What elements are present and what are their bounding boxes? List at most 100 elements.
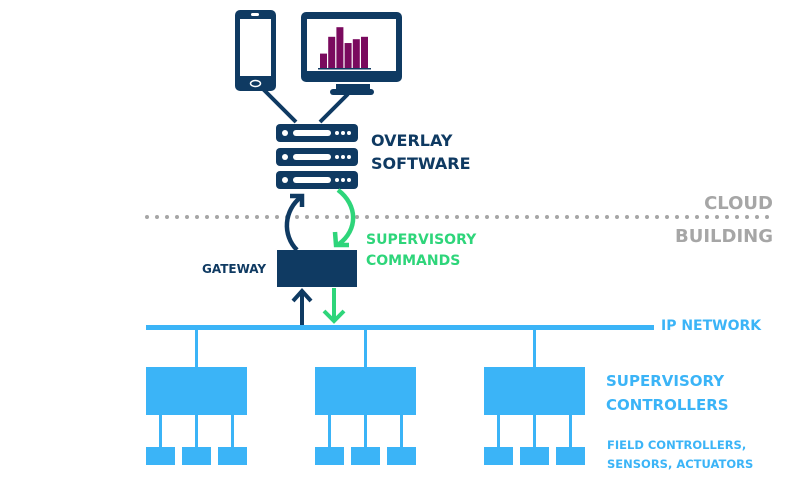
divider-dot bbox=[715, 215, 719, 219]
monitor-server-link bbox=[318, 92, 350, 124]
divider-dot bbox=[725, 215, 729, 219]
divider-dot bbox=[315, 215, 319, 219]
monitor-chart-icon bbox=[301, 12, 402, 95]
divider-dot bbox=[355, 215, 359, 219]
divider-dot bbox=[405, 215, 409, 219]
divider-dot bbox=[605, 215, 609, 219]
divider-dot bbox=[705, 215, 709, 219]
server-unit bbox=[276, 124, 358, 142]
divider-dot bbox=[625, 215, 629, 219]
divider-dot bbox=[545, 215, 549, 219]
field-device-line bbox=[364, 415, 367, 448]
divider-dot bbox=[585, 215, 589, 219]
field-device-line bbox=[569, 415, 572, 448]
field-devices-label: FIELD CONTROLLERS, SENSORS, ACTUATORS bbox=[607, 436, 753, 474]
divider-dot bbox=[505, 215, 509, 219]
cloud-zone-label: CLOUD bbox=[704, 193, 773, 214]
ip-network-label: IP NETWORK bbox=[661, 318, 762, 334]
smartphone-icon bbox=[235, 10, 276, 91]
divider-dot bbox=[595, 215, 599, 219]
divider-dot bbox=[235, 215, 239, 219]
controller-drop-line bbox=[364, 330, 367, 368]
divider-dot bbox=[615, 215, 619, 219]
field-devices-line-1: FIELD CONTROLLERS, bbox=[607, 438, 747, 452]
monitor-chart-baseline bbox=[318, 68, 371, 70]
divider-dot bbox=[515, 215, 519, 219]
divider-dot bbox=[535, 215, 539, 219]
field-device-box bbox=[315, 447, 344, 465]
divider-dot bbox=[445, 215, 449, 219]
divider-dot bbox=[695, 215, 699, 219]
monitor-chart-bar bbox=[328, 36, 336, 68]
supervisory-controllers-line-1: SUPERVISORY bbox=[606, 372, 725, 390]
divider-dot bbox=[685, 215, 689, 219]
divider-dot bbox=[175, 215, 179, 219]
supervisory-commands-line-2: COMMANDS bbox=[366, 253, 461, 269]
field-device-box bbox=[520, 447, 549, 465]
field-device-line bbox=[533, 415, 536, 448]
ip-network-bus bbox=[146, 325, 654, 330]
divider-dot bbox=[245, 215, 249, 219]
divider-dot bbox=[205, 215, 209, 219]
divider-dot bbox=[495, 215, 499, 219]
field-device-box bbox=[146, 447, 175, 465]
divider-dot bbox=[335, 215, 339, 219]
divider-dot bbox=[555, 215, 559, 219]
field-device-line bbox=[231, 415, 234, 448]
server-unit bbox=[276, 171, 358, 189]
divider-dot bbox=[755, 215, 759, 219]
divider-dot bbox=[425, 215, 429, 219]
field-device-box bbox=[484, 447, 513, 465]
field-device-box bbox=[351, 447, 380, 465]
field-device-box bbox=[387, 447, 416, 465]
server-stack-icon bbox=[276, 124, 358, 189]
supervisory-command-arrow-icon bbox=[332, 188, 356, 248]
divider-dot bbox=[305, 215, 309, 219]
divider-dot bbox=[575, 215, 579, 219]
building-zone-label: BUILDING bbox=[675, 226, 773, 247]
divider-dot bbox=[145, 215, 149, 219]
monitor-chart-bar bbox=[336, 27, 344, 68]
upstream-arrow-icon bbox=[284, 193, 305, 252]
divider-dot bbox=[195, 215, 199, 219]
monitor-chart-bar bbox=[352, 39, 360, 68]
supervisory-controllers-line-2: CONTROLLERS bbox=[606, 396, 729, 414]
field-device-box bbox=[218, 447, 247, 465]
divider-dot bbox=[435, 215, 439, 219]
divider-dot bbox=[465, 215, 469, 219]
divider-dot bbox=[395, 215, 399, 219]
cloud-building-divider bbox=[145, 215, 769, 219]
controller-group bbox=[146, 330, 247, 465]
controller-drop-line bbox=[195, 330, 198, 368]
divider-dot bbox=[225, 215, 229, 219]
overlay-software-label: OVERLAY SOFTWARE bbox=[371, 129, 471, 175]
field-device-line bbox=[400, 415, 403, 448]
field-devices-line-2: SENSORS, ACTUATORS bbox=[607, 457, 754, 471]
supervisory-commands-label: SUPERVISORY COMMANDS bbox=[366, 230, 476, 272]
field-device-line bbox=[497, 415, 500, 448]
divider-dot bbox=[165, 215, 169, 219]
field-device-line bbox=[195, 415, 198, 448]
divider-dot bbox=[325, 215, 329, 219]
divider-dot bbox=[645, 215, 649, 219]
supervisory-controller-box bbox=[484, 367, 585, 415]
field-device-line bbox=[159, 415, 162, 448]
divider-dot bbox=[765, 215, 769, 219]
gateway-box bbox=[277, 250, 357, 287]
supervisory-commands-line-1: SUPERVISORY bbox=[366, 232, 477, 248]
controller-groups bbox=[146, 330, 585, 465]
divider-dot bbox=[215, 215, 219, 219]
divider-dot bbox=[365, 215, 369, 219]
overlay-software-line-1: OVERLAY bbox=[371, 131, 453, 150]
field-device-box bbox=[182, 447, 211, 465]
supervisory-controller-box bbox=[315, 367, 416, 415]
field-device-line bbox=[328, 415, 331, 448]
supervisory-controller-box bbox=[146, 367, 247, 415]
overlay-software-line-2: SOFTWARE bbox=[371, 154, 471, 173]
controller-group bbox=[315, 330, 416, 465]
gateway-label: GATEWAY bbox=[202, 262, 267, 276]
divider-dot bbox=[185, 215, 189, 219]
divider-dot bbox=[665, 215, 669, 219]
monitor-bar-chart bbox=[318, 27, 371, 70]
